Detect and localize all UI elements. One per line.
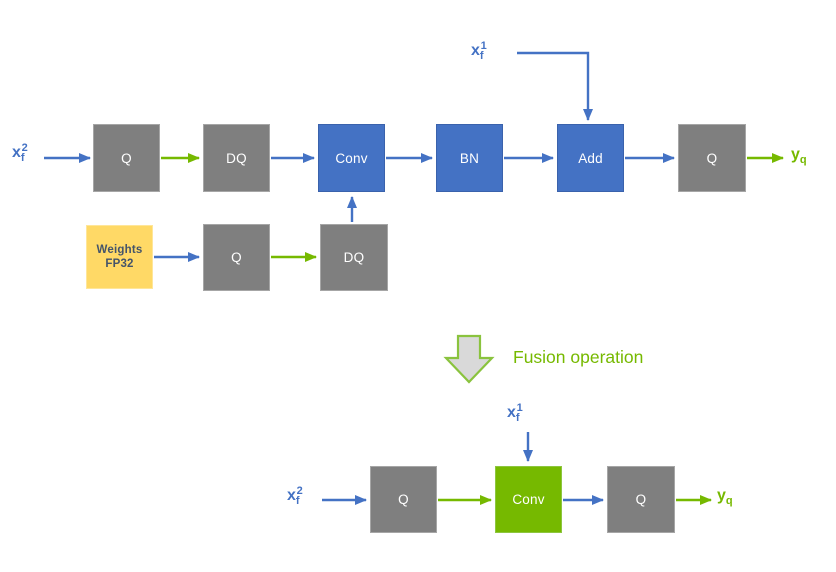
label-sub: f	[479, 50, 484, 63]
weights-line2: FP32	[105, 258, 134, 270]
label-sup: 2	[21, 142, 28, 154]
label-base: x	[12, 144, 21, 161]
label-sub: f	[20, 152, 25, 165]
label-base: x	[507, 404, 516, 421]
label-sub: f	[295, 495, 300, 508]
dq-node: DQ	[203, 124, 270, 192]
label-base: x	[471, 42, 480, 59]
input-label-xf1: xf1	[471, 40, 487, 62]
label-sub: f	[515, 412, 520, 425]
conv-node: Conv	[318, 124, 385, 192]
input-label-xf2: xf2	[12, 142, 28, 164]
weights-node: Weights FP32	[86, 225, 153, 289]
label-sub: q	[799, 154, 807, 167]
fusion-down-arrow	[443, 334, 495, 384]
weights-line1: Weights	[96, 243, 143, 256]
bn-node: BN	[436, 124, 503, 192]
q-node: Q	[678, 124, 746, 192]
label-sup: 2	[296, 485, 303, 497]
label-sub: q	[725, 495, 733, 508]
arrow-xf1-to-add	[517, 51, 593, 121]
label-base: y	[717, 487, 726, 504]
add-node: Add	[557, 124, 624, 192]
label-base: x	[287, 487, 296, 504]
label-base: y	[791, 146, 800, 163]
q-node: Q	[203, 224, 270, 291]
dq-node: DQ	[320, 224, 388, 291]
q-node: Q	[370, 466, 437, 533]
input-label-xf2-bottom: xf2	[287, 485, 303, 507]
fusion-operation-label: Fusion operation	[513, 347, 644, 367]
q-node: Q	[607, 466, 675, 533]
output-label-yq: yq	[791, 146, 807, 166]
output-label-yq-bottom: yq	[717, 487, 733, 507]
input-label-xf1-bottom: xf1	[507, 402, 523, 424]
fused-conv-node: Conv	[495, 466, 562, 533]
label-sup: 1	[516, 402, 523, 414]
label-sup: 1	[480, 40, 487, 52]
q-node: Q	[93, 124, 160, 192]
